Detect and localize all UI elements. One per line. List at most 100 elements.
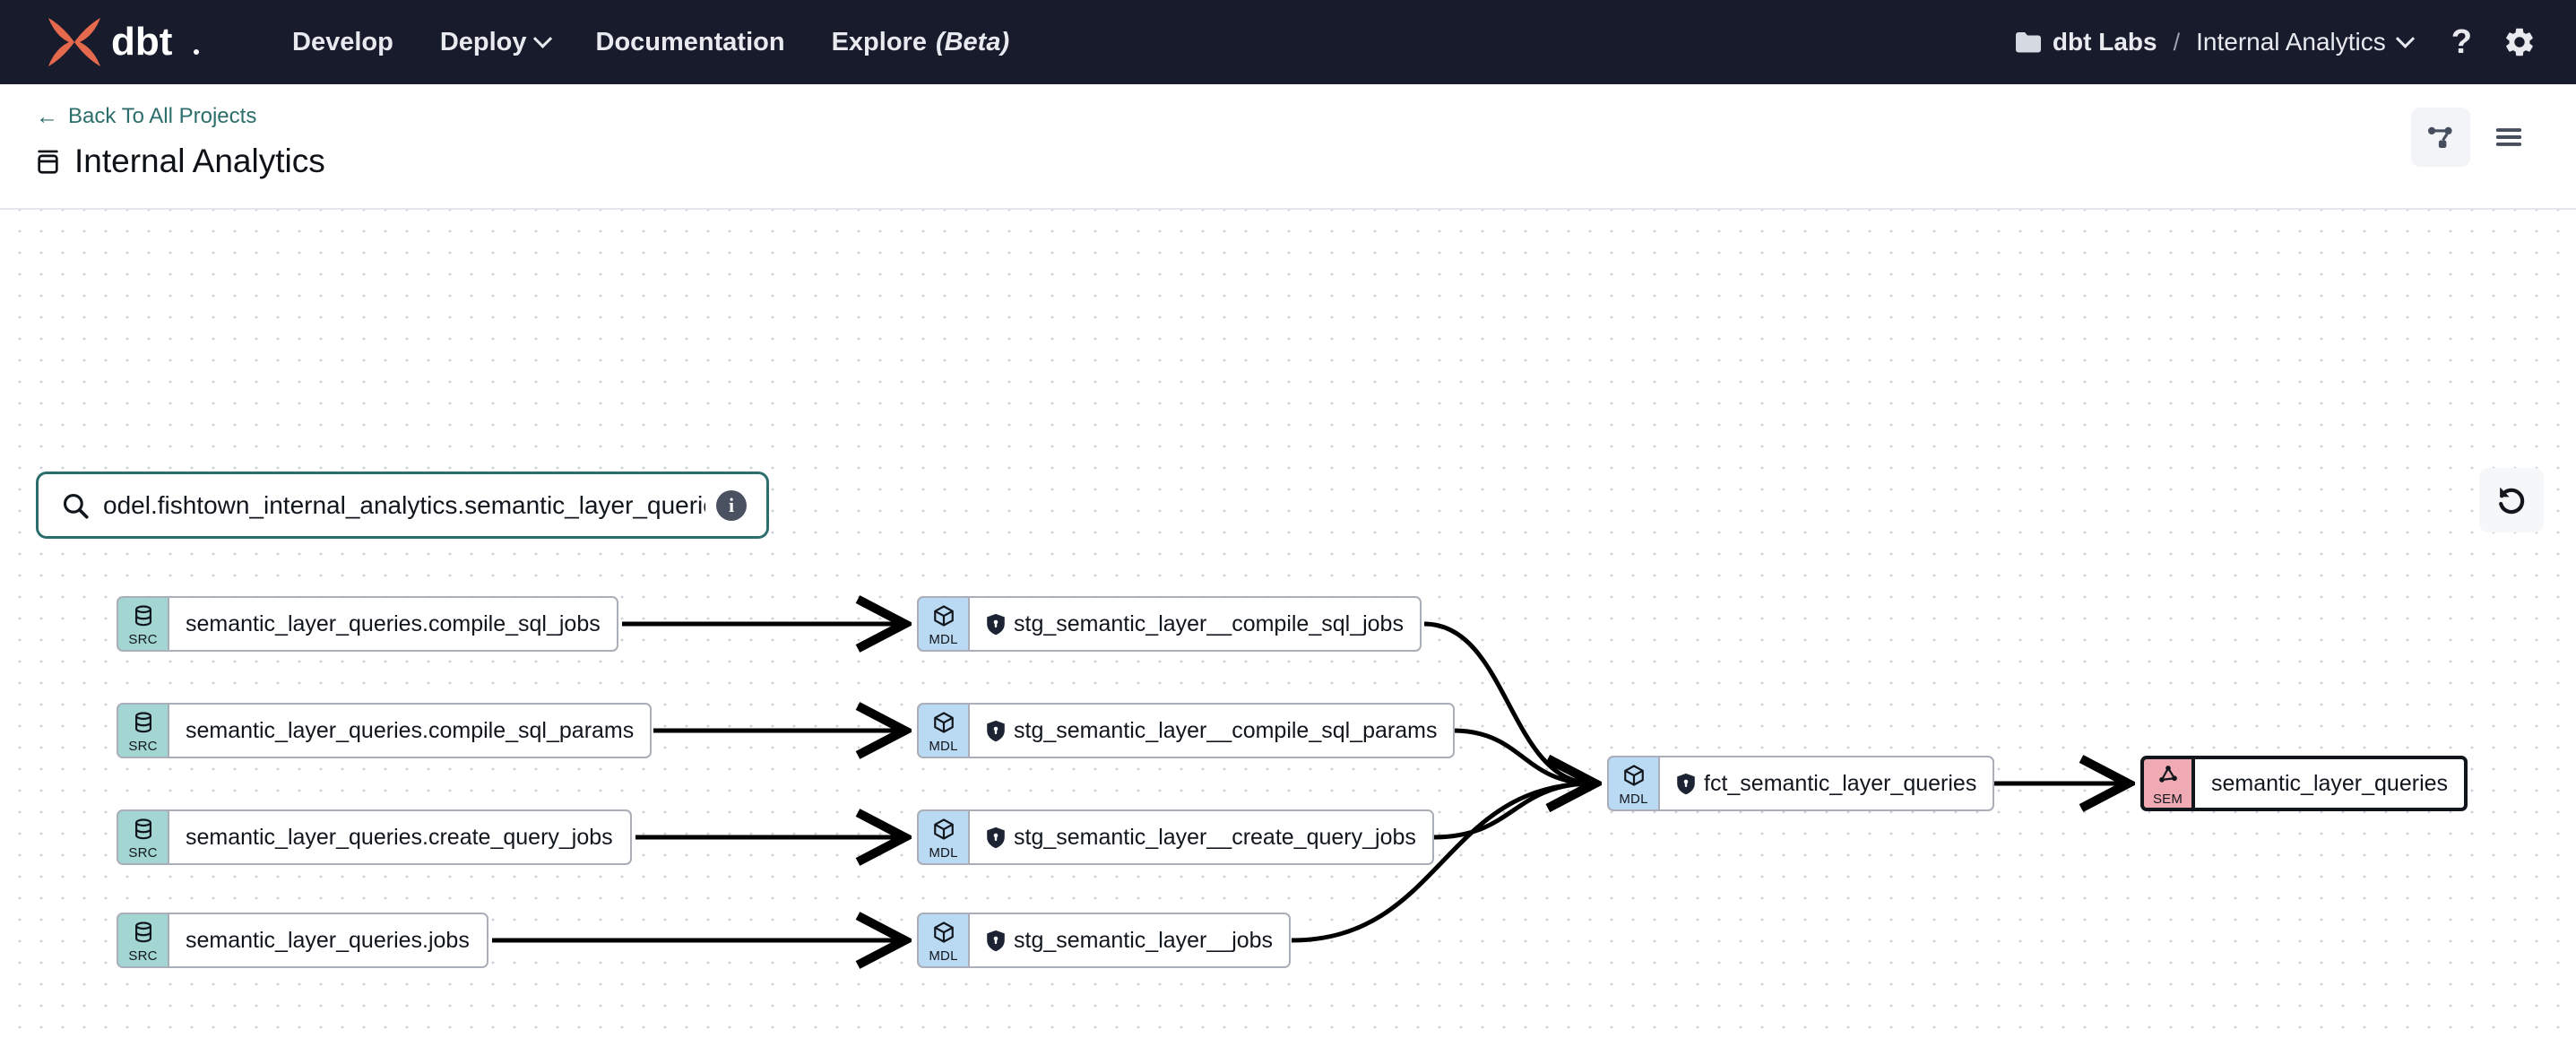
lineage-edge xyxy=(1433,783,1593,840)
lineage-node-src1[interactable]: SRC semantic_layer_queries.compile_sql_jo… xyxy=(117,596,618,652)
shield-lock-icon xyxy=(987,613,1005,635)
lineage-node-sem[interactable]: SEM semantic_layer_queries xyxy=(2140,756,2468,811)
node-body[interactable]: semantic_layer_queries.jobs xyxy=(168,913,488,968)
node-type-label: SRC xyxy=(128,631,158,647)
reset-undo-icon xyxy=(2499,487,2525,515)
node-body[interactable]: stg_semantic_layer__jobs xyxy=(968,913,1292,968)
dbt-mark-icon xyxy=(48,18,100,66)
src-type-icon xyxy=(132,818,155,845)
nav-item-documentation[interactable]: Documentation xyxy=(573,19,808,66)
page-title-row: Internal Analytics xyxy=(36,143,2537,180)
settings-button[interactable] xyxy=(2503,25,2537,59)
node-body[interactable]: semantic_layer_queries.create_query_jobs xyxy=(168,809,632,865)
node-type-label: SEM xyxy=(2152,791,2183,807)
back-link-label: Back To All Projects xyxy=(68,104,257,128)
view-toggle-group xyxy=(2411,108,2538,167)
back-to-all-projects-link[interactable]: ← Back To All Projects xyxy=(36,104,256,129)
node-body[interactable]: stg_semantic_layer__compile_sql_params xyxy=(968,703,1456,758)
node-type-label: MDL xyxy=(929,738,958,754)
node-type-label: MDL xyxy=(929,947,958,964)
nav-label: Develop xyxy=(292,27,393,56)
node-body[interactable]: semantic_layer_queries.compile_sql_jobs xyxy=(168,596,618,652)
src-type-icon xyxy=(132,604,155,632)
nav-label: Explore xyxy=(831,27,927,56)
lineage-node-mdl3[interactable]: MDL stg_semantic_layer__create_query_jobs xyxy=(917,809,1434,865)
node-type-badge-mdl: MDL xyxy=(917,703,968,758)
database-icon xyxy=(38,150,58,174)
mdl-type-icon xyxy=(932,921,955,948)
node-type-label: MDL xyxy=(929,844,958,861)
lineage-edges xyxy=(492,210,2576,1047)
shield-lock-icon xyxy=(987,720,1005,741)
node-type-label: SRC xyxy=(128,947,158,964)
top-navigation-bar: dbt Develop Deploy Documentation Explore… xyxy=(0,0,2576,84)
dbt-logo[interactable]: dbt xyxy=(41,14,210,70)
node-type-label: SRC xyxy=(128,844,158,861)
node-type-label: MDL xyxy=(929,631,958,647)
reset-view-button[interactable] xyxy=(2479,468,2544,532)
sem-type-icon xyxy=(2157,764,2180,792)
mdl-type-icon xyxy=(1622,764,1646,792)
lineage-node-src3[interactable]: SRC semantic_layer_queries.create_query_j… xyxy=(117,809,632,865)
node-body[interactable]: semantic_layer_queries.compile_sql_param… xyxy=(168,703,653,758)
folder-icon xyxy=(2015,32,2041,53)
project-subheader: ← Back To All Projects Internal Analytic… xyxy=(0,84,2576,210)
search-icon xyxy=(63,493,89,519)
node-label: stg_semantic_layer__compile_sql_jobs xyxy=(1014,610,1404,636)
src-type-icon xyxy=(132,921,155,948)
node-body[interactable]: stg_semantic_layer__compile_sql_jobs xyxy=(968,596,1422,652)
nav-right-cluster: dbt Labs / Internal Analytics ? xyxy=(2015,25,2537,59)
node-label: semantic_layer_queries xyxy=(2211,770,2449,796)
node-type-badge-src: SRC xyxy=(117,913,168,968)
search-input[interactable]: odel.fishtown_internal_analytics.semanti… xyxy=(103,490,705,519)
lineage-node-mdl1[interactable]: MDL stg_semantic_layer__compile_sql_jobs xyxy=(917,596,1422,652)
mdl-type-icon xyxy=(932,711,955,739)
lineage-node-mdl4[interactable]: MDL stg_semantic_layer__jobs xyxy=(917,913,1292,968)
node-type-badge-sem: SEM xyxy=(2140,756,2191,811)
node-type-badge-mdl: MDL xyxy=(917,809,968,865)
svg-text:dbt: dbt xyxy=(111,20,173,64)
lineage-view-button[interactable] xyxy=(2411,108,2470,167)
arrow-left-icon: ← xyxy=(36,103,58,129)
page-title: Internal Analytics xyxy=(74,143,325,179)
node-type-label: SRC xyxy=(128,738,158,754)
node-label: semantic_layer_queries.compile_sql_jobs xyxy=(186,610,601,636)
lineage-edge xyxy=(1452,728,1593,783)
gear-icon xyxy=(2506,28,2533,56)
help-button[interactable]: ? xyxy=(2451,23,2472,61)
shield-lock-icon xyxy=(1677,773,1695,794)
lineage-graph-icon xyxy=(2427,126,2452,149)
lineage-node-mdl2[interactable]: MDL stg_semantic_layer__compile_sql_param… xyxy=(917,703,1456,758)
node-body[interactable]: semantic_layer_queries xyxy=(2191,756,2468,811)
breadcrumb-separator: / xyxy=(2173,28,2181,56)
lineage-node-src4[interactable]: SRC semantic_layer_queries.jobs xyxy=(117,913,488,968)
node-search-box[interactable]: odel.fishtown_internal_analytics.semanti… xyxy=(36,472,769,539)
node-label: fct_semantic_layer_queries xyxy=(1704,770,1977,796)
node-label: stg_semantic_layer__create_query_jobs xyxy=(1014,824,1416,850)
beta-tag: (Beta) xyxy=(935,27,1010,56)
node-type-badge-src: SRC xyxy=(117,703,168,758)
info-icon[interactable]: i xyxy=(716,489,747,521)
node-type-badge-src: SRC xyxy=(117,809,168,865)
dbt-wordmark: dbt xyxy=(111,20,199,64)
node-label: stg_semantic_layer__compile_sql_params xyxy=(1014,717,1438,743)
nav-item-deploy[interactable]: Deploy xyxy=(417,19,573,66)
nav-item-explore[interactable]: Explore (Beta) xyxy=(808,19,1033,66)
node-body[interactable]: stg_semantic_layer__create_query_jobs xyxy=(968,809,1434,865)
mdl-type-icon xyxy=(932,818,955,845)
hamburger-menu-icon xyxy=(2495,128,2522,146)
org-breadcrumb[interactable]: dbt Labs xyxy=(2015,28,2157,56)
nav-item-develop[interactable]: Develop xyxy=(269,19,417,66)
chevron-down-icon xyxy=(2395,29,2415,48)
src-type-icon xyxy=(132,711,155,739)
node-body[interactable]: fct_semantic_layer_queries xyxy=(1658,756,1995,811)
node-label: semantic_layer_queries.jobs xyxy=(186,927,470,953)
node-type-badge-mdl: MDL xyxy=(917,913,968,968)
lineage-edge xyxy=(1291,783,1593,943)
lineage-canvas[interactable]: odel.fishtown_internal_analytics.semanti… xyxy=(0,210,2576,1047)
lineage-node-src2[interactable]: SRC semantic_layer_queries.compile_sql_pa… xyxy=(117,703,653,758)
project-breadcrumb[interactable]: Internal Analytics xyxy=(2196,28,2415,56)
list-view-button[interactable] xyxy=(2479,108,2538,167)
nav-label: Deploy xyxy=(439,27,527,56)
